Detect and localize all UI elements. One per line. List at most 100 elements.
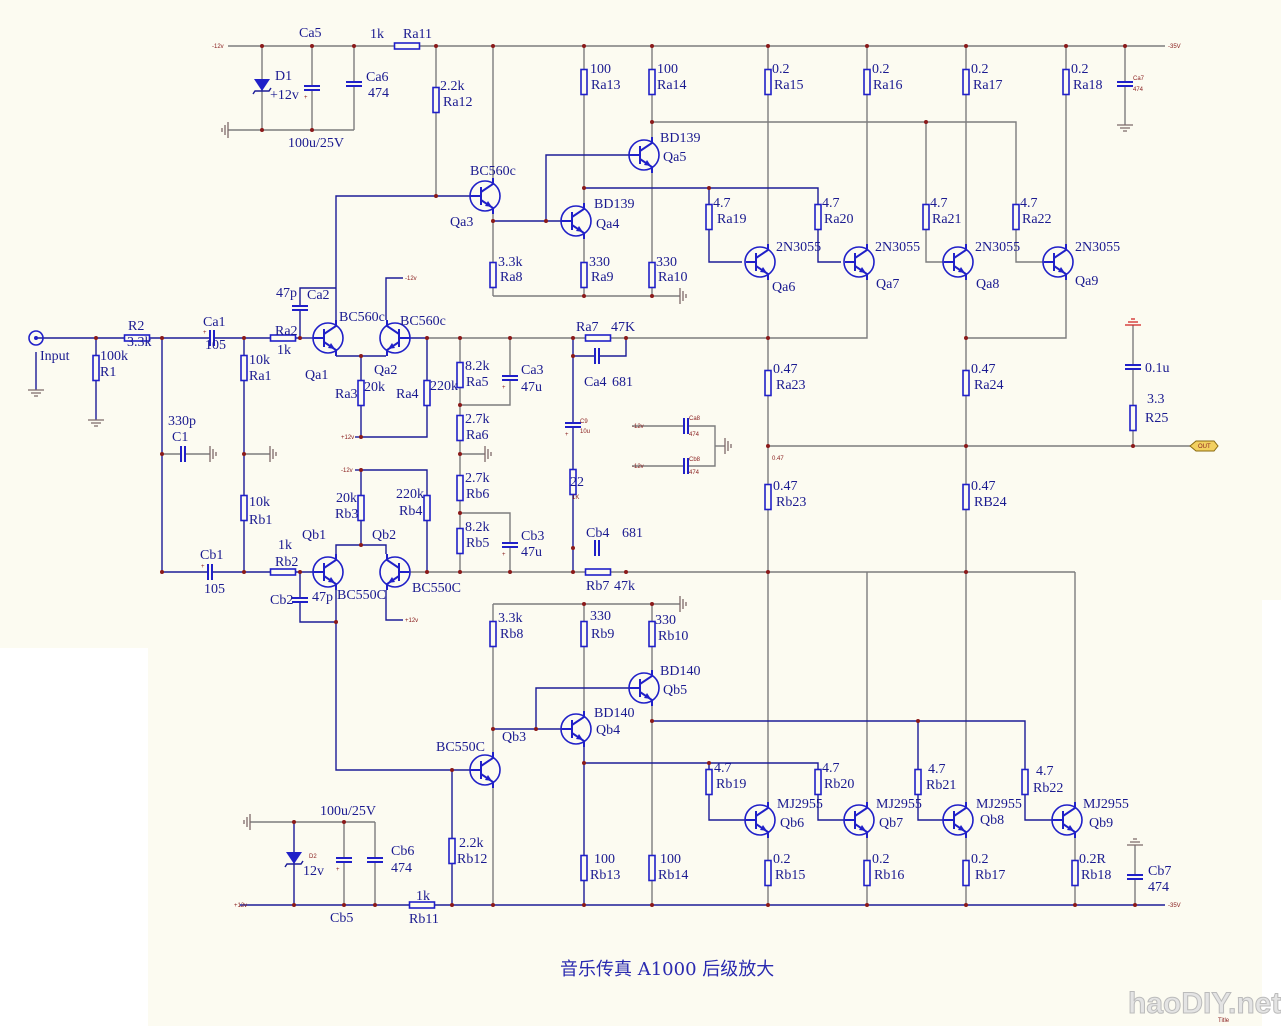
resistor-ra18 — [1062, 68, 1070, 96]
label-cb1-value: 105 — [204, 582, 225, 597]
label-rb3-ref: Rb3 — [335, 507, 358, 522]
net-wire — [335, 195, 472, 320]
junction-dot — [508, 336, 512, 340]
label-qb9-ref: Qb9 — [1089, 816, 1113, 831]
diode-triangle — [286, 852, 302, 864]
output-port-icon — [1189, 440, 1219, 452]
capacitor-cb8 — [683, 457, 689, 475]
junction-dot — [260, 44, 264, 48]
resistor-rb7 — [584, 568, 612, 576]
label-rb16-ref: Rb16 — [874, 868, 904, 883]
label-cb5-value: 100u/25V — [320, 804, 376, 819]
resistor-rb3 — [357, 494, 365, 522]
junction-dot — [373, 903, 377, 907]
transistor-leads — [323, 554, 337, 590]
transistor-body — [312, 322, 344, 354]
small-label-neg35_bottom: -35V — [1168, 903, 1181, 909]
junction-dot — [1123, 44, 1127, 48]
small-label-ref: D2 — [309, 854, 317, 860]
junction-dot — [582, 903, 586, 907]
label-rb8-ref: Rb8 — [500, 627, 523, 642]
transistor-qa5 — [628, 137, 660, 173]
label-qb7-value: MJ2955 — [876, 797, 922, 812]
label-qa4-ref: Qa4 — [596, 217, 619, 232]
label-rb22-value: 4.7 — [1036, 764, 1054, 779]
small-label-output: OUT — [1198, 444, 1211, 450]
label-ca4-ref: Ca4 — [584, 375, 607, 390]
label-ra20-value: 4.7 — [822, 196, 840, 211]
junction-dot — [359, 354, 363, 358]
ground-icon — [28, 389, 44, 397]
label-rb22-ref: Rb22 — [1033, 781, 1063, 796]
transistor-leads — [953, 244, 967, 280]
junction-dot — [582, 294, 586, 298]
watermark-logo: haoDIY.net — [1128, 987, 1281, 1020]
label-ra18-ref: Ra18 — [1073, 78, 1103, 93]
resistor-rb8 — [489, 620, 497, 648]
emitter-arrow-icon — [328, 343, 335, 349]
small-label-small_neg12: -12v — [632, 464, 644, 470]
label-rb11-ref: Rb11 — [409, 912, 439, 927]
small-label-small_pos12: +12v — [405, 618, 418, 624]
resistor-rb16 — [863, 859, 871, 887]
resistor-rb20 — [814, 768, 822, 796]
resistor-ra13 — [580, 68, 588, 96]
capacitor-ca5: + — [303, 85, 321, 101]
resistor-ra24 — [962, 369, 970, 397]
junction-dot — [434, 194, 438, 198]
label-qa5-value: BD139 — [660, 131, 700, 146]
label-rb14-ref: Rb14 — [658, 868, 688, 883]
emitter-arrow-icon — [644, 160, 651, 166]
label-ra22-ref: Ra22 — [1022, 212, 1052, 227]
label-qb7-ref: Qb7 — [879, 816, 903, 831]
title-block-label: Title — [1218, 1018, 1230, 1024]
junction-dot — [491, 44, 495, 48]
resistor-ra10 — [648, 261, 656, 289]
small-label-value: 474 — [689, 432, 700, 438]
ground-icon — [269, 446, 277, 462]
label-cb3-ref: Cb3 — [521, 529, 544, 544]
small-label-ref: Ca8 — [689, 416, 701, 422]
label-ra7-value: 47K — [611, 320, 635, 335]
resistor-rb1 — [240, 494, 248, 522]
junction-dot — [582, 44, 586, 48]
resistor-ra16 — [863, 68, 871, 96]
net-wire — [335, 590, 472, 771]
resistor-rb15 — [764, 859, 772, 887]
capacitor-gap — [501, 542, 519, 548]
label-rb2-ref: Rb2 — [275, 555, 298, 570]
junction-dot — [450, 903, 454, 907]
emitter-arrow-icon — [485, 201, 492, 207]
transistor-leads — [953, 802, 967, 838]
resistor-ra20 — [814, 203, 822, 231]
label-cb1-ref: Cb1 — [200, 548, 223, 563]
transistor-leads — [480, 178, 494, 214]
label-rb13-value: 100 — [594, 852, 615, 867]
label-rb14-value: 100 — [660, 852, 681, 867]
capacitor-c1 — [180, 445, 186, 463]
label-ra6-value: 2.7k — [465, 412, 490, 427]
label-rb16-value: 0.2 — [872, 852, 890, 867]
wire — [966, 280, 1067, 339]
resistor-rb19 — [705, 768, 713, 796]
transistor-qb2 — [379, 554, 411, 590]
label-d1-value: +12v — [270, 88, 299, 103]
label-ra4-value: 220k — [430, 379, 458, 394]
capacitor-gap — [683, 417, 689, 435]
transistor-body — [942, 804, 974, 836]
label-qa3-ref: Qa3 — [450, 215, 473, 230]
label-r1-ref: R1 — [100, 365, 116, 380]
label-rb10-value: 330 — [655, 613, 676, 628]
junction-dot — [1131, 444, 1135, 448]
wire — [460, 338, 511, 406]
emitter-arrow-icon — [958, 267, 965, 273]
small-label-ref: Cb8 — [689, 457, 701, 463]
label-rb5-ref: Rb5 — [466, 536, 489, 551]
label-cb6-ref: Cb6 — [391, 844, 414, 859]
wire — [925, 122, 944, 263]
label-r2-value: 3.3k — [127, 335, 152, 350]
emitter-arrow-icon — [1058, 267, 1065, 273]
capacitor-gap — [366, 857, 384, 863]
polarity-plus-icon: + — [502, 552, 506, 558]
